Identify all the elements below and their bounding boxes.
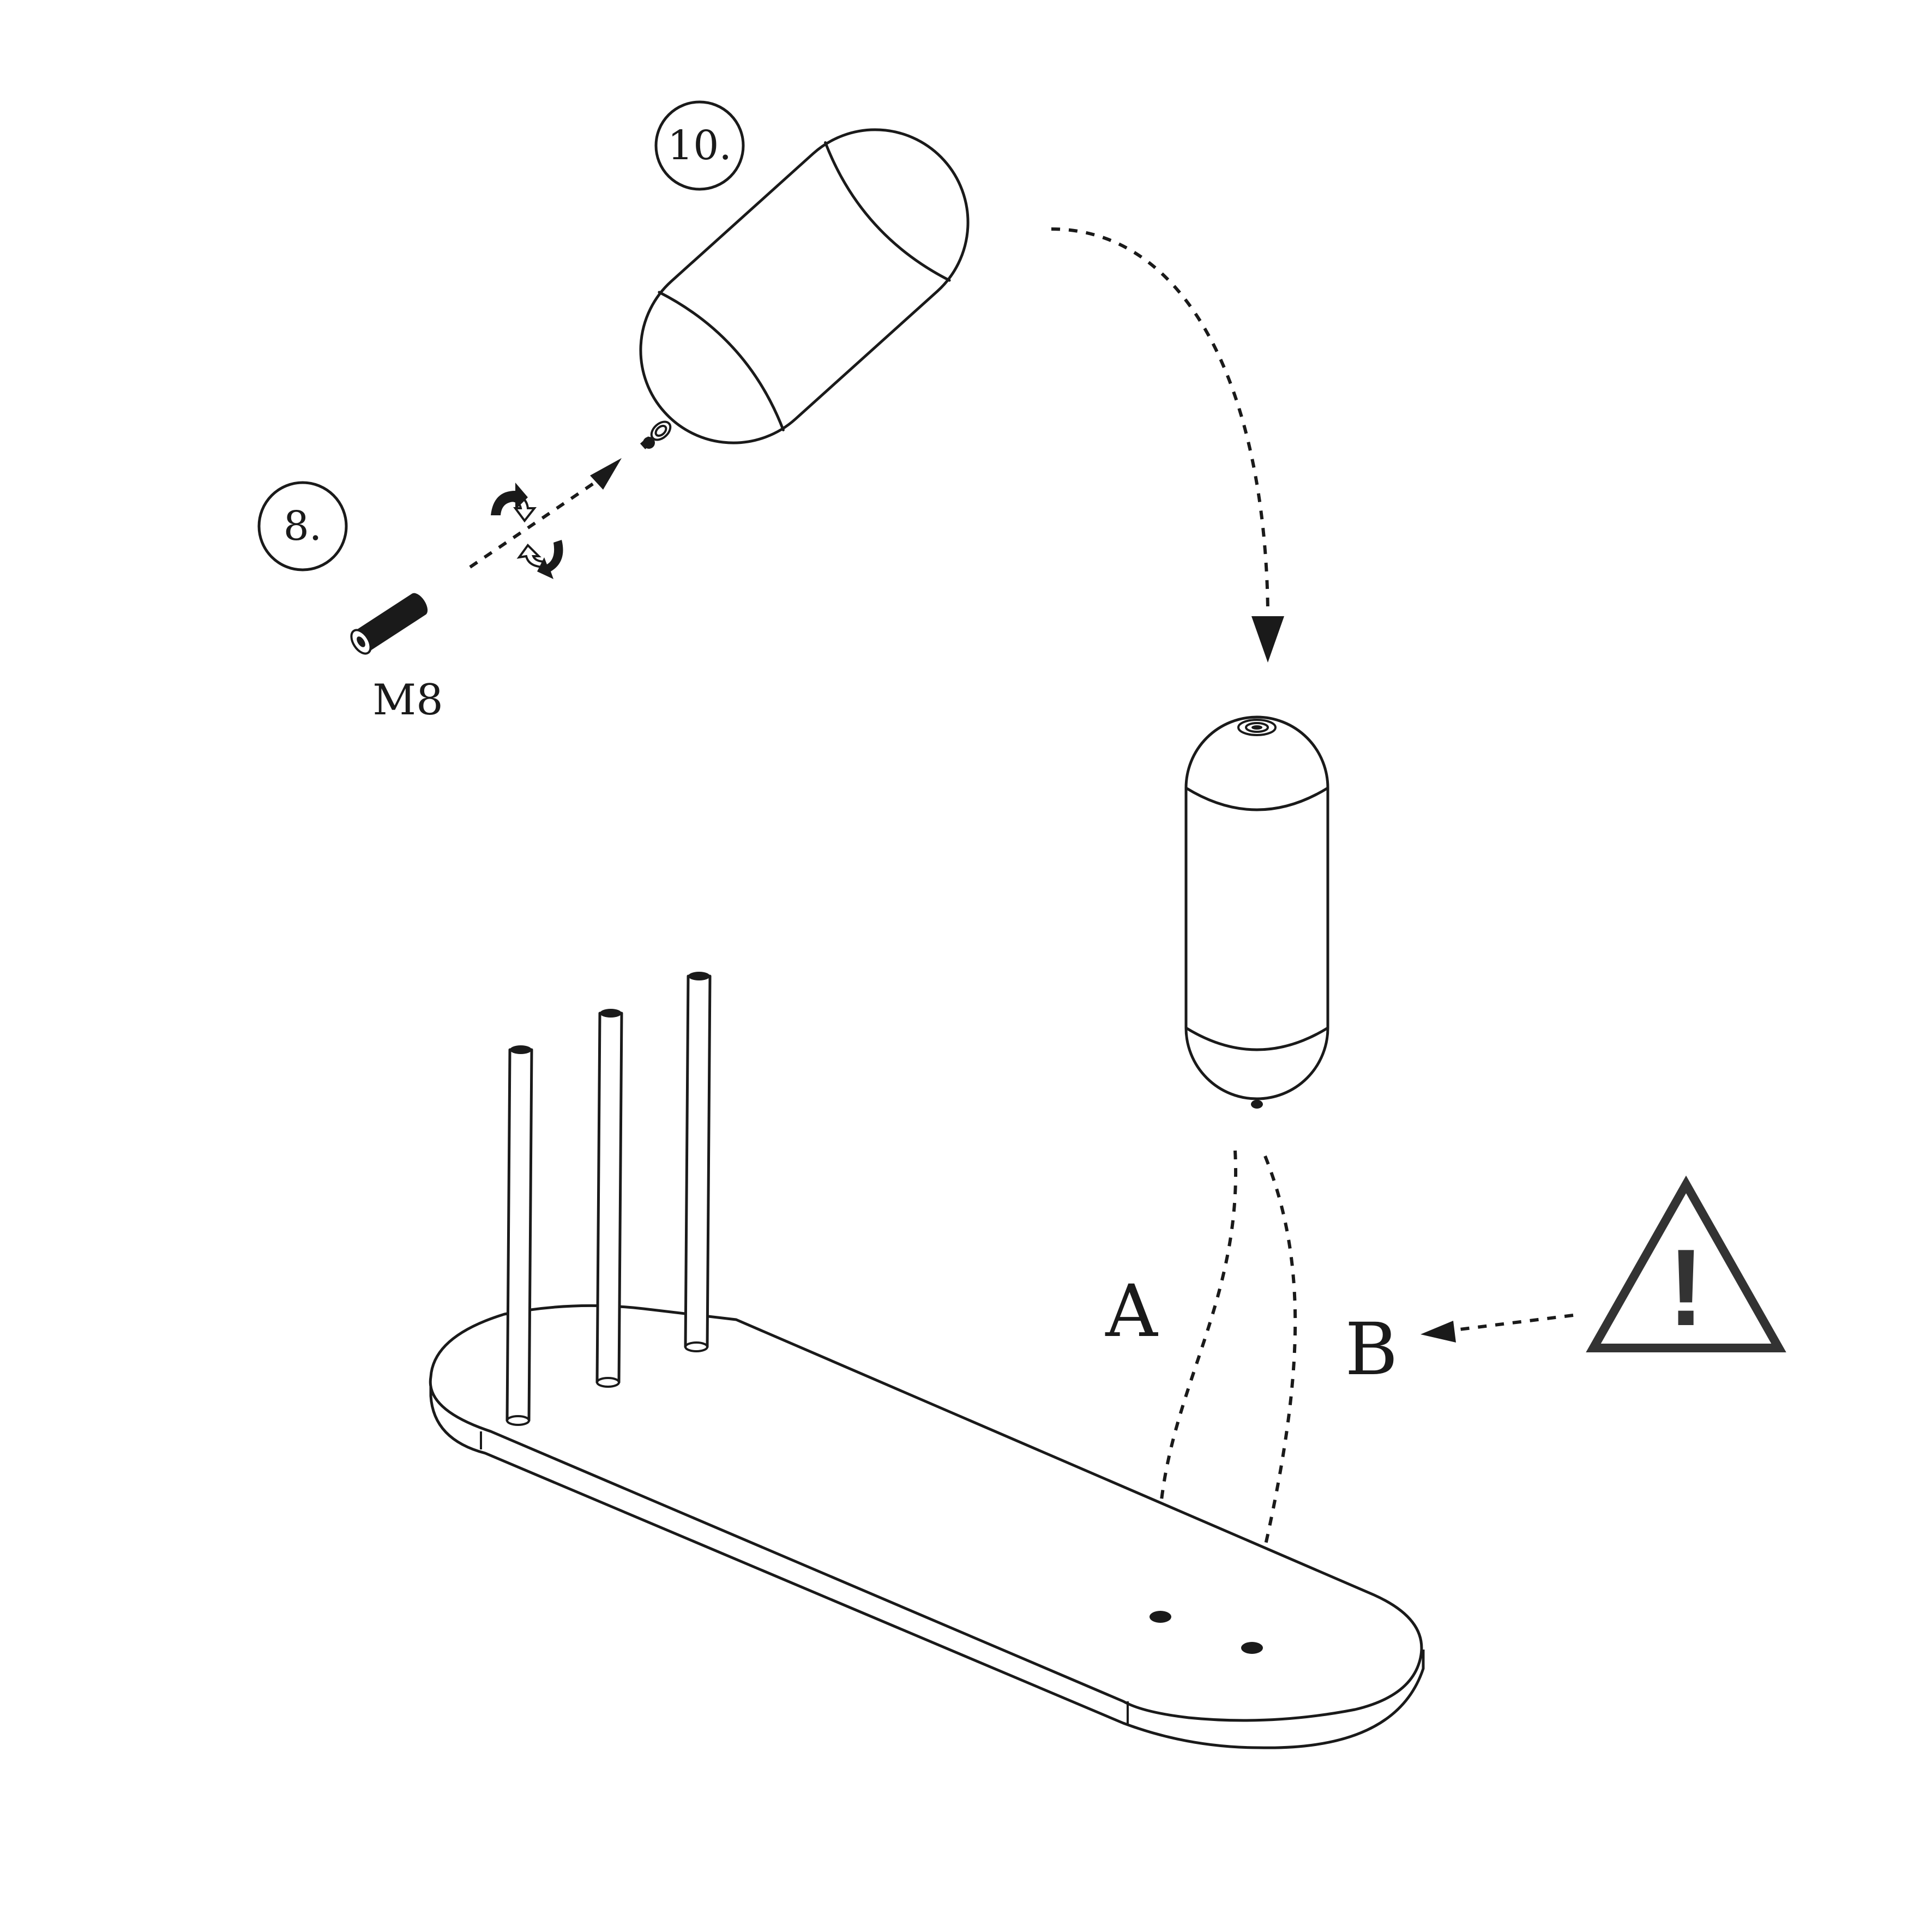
- tilted-shade-body: [639, 128, 970, 444]
- rod-right: [684, 972, 712, 1352]
- position-a-label: A: [1105, 1269, 1158, 1353]
- m8-label: M8: [372, 676, 443, 725]
- mount-hole-a: [1149, 1611, 1171, 1623]
- step-10-badge: 10.: [654, 100, 745, 191]
- rotate-clockwise-lower-icon: [516, 540, 563, 579]
- warning-triangle-icon: !: [1586, 1175, 1786, 1352]
- warning-symbol: !: [1668, 1227, 1705, 1349]
- upright-shade-body: [1184, 715, 1329, 1100]
- upright-shade-bottom-nub: [1251, 1100, 1263, 1109]
- flip-down-arrow: [1051, 227, 1284, 663]
- mount-hole-b: [1241, 1642, 1263, 1654]
- upright-shade-seam-top: [1184, 786, 1329, 811]
- position-b-label: B: [1345, 1308, 1398, 1392]
- base-plate: [429, 1304, 1425, 1749]
- upright-shade: [1184, 715, 1329, 1109]
- rod-middle: [595, 1009, 623, 1388]
- tilted-shade-seam-top: [824, 141, 951, 282]
- step-10-circle: [654, 100, 745, 191]
- step-10-label: 10.: [667, 122, 732, 169]
- step-8-label: 8.: [284, 503, 322, 550]
- rod-left: [505, 1045, 533, 1426]
- upright-shade-seam-bottom: [1184, 1026, 1329, 1051]
- upright-shade-top-socket: [1237, 719, 1277, 736]
- rotate-clockwise-icon: [491, 483, 537, 523]
- warning-callout-arrow: [1421, 1314, 1574, 1343]
- tilted-shade: [639, 128, 970, 449]
- tilted-shade-seam-bottom: [658, 291, 785, 432]
- m8-threaded-stud: M8: [350, 593, 443, 725]
- screw-in-arrow: [469, 458, 622, 569]
- step-8-circle: [257, 481, 348, 571]
- base-plate-top: [429, 1304, 1423, 1722]
- step-8-badge: 8.: [257, 481, 348, 571]
- tilted-shade-socket: [640, 420, 672, 449]
